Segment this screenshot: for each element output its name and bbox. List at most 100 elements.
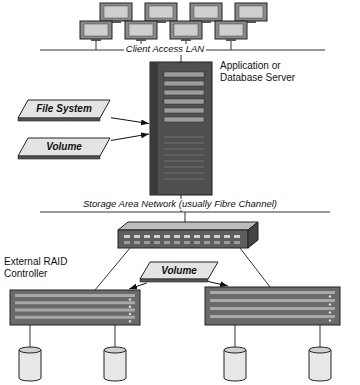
arrow-connector — [111, 134, 149, 140]
vent-slot — [164, 149, 204, 150]
disk-body — [309, 350, 331, 381]
vent-slot — [164, 143, 204, 144]
monitor-base — [181, 39, 191, 41]
monitor-screen — [84, 24, 108, 36]
disk-top — [104, 347, 126, 353]
file-system-layer: File System — [18, 100, 110, 121]
monitor-base — [226, 39, 236, 41]
client-monitor — [235, 3, 267, 23]
monitor-case — [190, 3, 222, 21]
controller-light — [129, 320, 131, 322]
controller-light — [129, 298, 131, 300]
disk-link — [320, 325, 321, 347]
raid-controller — [205, 287, 340, 325]
disk-body — [104, 350, 126, 381]
switch-port — [184, 241, 190, 244]
monitor-screen — [149, 6, 173, 18]
monitor-screen — [104, 6, 128, 18]
tower-side — [150, 62, 158, 195]
switch-port — [224, 241, 230, 244]
tower-shape — [150, 62, 212, 195]
switch-ports — [124, 235, 240, 244]
controller-bay — [210, 307, 335, 310]
monitor-case — [145, 3, 177, 21]
disk-top — [309, 347, 331, 353]
controller-light — [329, 295, 331, 297]
switch-port — [204, 235, 210, 238]
slab-face — [18, 138, 110, 156]
drive-bay — [164, 81, 204, 86]
controller-case — [10, 290, 140, 325]
client-monitor — [80, 21, 112, 41]
switch-port — [154, 241, 160, 244]
disk-link — [30, 325, 31, 347]
component-label: External RAID Controller — [4, 256, 84, 279]
controller-light — [329, 311, 331, 313]
switch-port — [144, 235, 150, 238]
vent-slot — [164, 179, 204, 180]
disk-drive — [224, 347, 246, 381]
switch-front — [118, 230, 248, 248]
vent-slot — [164, 155, 204, 156]
drive-bay — [164, 72, 204, 77]
network-label: Storage Area Network (usually Fibre Chan… — [81, 199, 279, 210]
controller-light — [329, 319, 331, 321]
switch-port — [234, 235, 240, 238]
vent-slot — [164, 137, 204, 138]
layer-label: Volume — [46, 141, 82, 153]
monitor-case — [235, 3, 267, 21]
disk-top — [224, 347, 246, 353]
disk-body — [19, 350, 41, 381]
san-wiring — [40, 195, 330, 290]
controller-light — [129, 313, 131, 315]
vent-slot — [164, 161, 204, 162]
client-monitor — [190, 3, 222, 23]
switch-port — [214, 241, 220, 244]
lan-drop — [96, 41, 97, 50]
volume-layer: Volume — [18, 138, 110, 159]
disk-drives — [19, 347, 331, 381]
client-computers — [80, 3, 267, 41]
controller-bay — [210, 315, 335, 318]
monitor-case — [215, 21, 247, 39]
monitor-screen — [239, 6, 263, 18]
switch-top — [118, 222, 258, 230]
client-monitor — [170, 21, 202, 41]
raid-controller: External RAID Controller — [10, 290, 140, 325]
disk-drive — [19, 347, 41, 381]
controller-bay — [210, 299, 335, 302]
switch-side — [248, 222, 258, 248]
controller-bay — [15, 294, 135, 297]
slab-face — [18, 100, 110, 118]
disk-wiring — [30, 325, 320, 347]
client-monitor — [125, 21, 157, 41]
switch-port — [214, 235, 220, 238]
client-monitor — [145, 3, 177, 23]
monitor-case — [125, 21, 157, 39]
switch-port — [134, 235, 140, 238]
slab-edge — [18, 156, 100, 159]
monitor-screen — [219, 24, 243, 36]
tower-case — [150, 62, 212, 195]
slab-edge — [140, 279, 208, 282]
disk-top — [19, 347, 41, 353]
switch-port — [134, 241, 140, 244]
layer-label: Volume — [161, 265, 197, 277]
switch-port — [144, 241, 150, 244]
controller-bay — [15, 301, 135, 304]
slab-edge — [18, 118, 100, 121]
server-tower: Application or Database Server — [150, 62, 212, 195]
switch-port — [154, 235, 160, 238]
controller-bay — [15, 309, 135, 312]
monitor-case — [80, 21, 112, 39]
network-label: Client Access LAN — [124, 44, 206, 55]
disk-drive — [309, 347, 331, 381]
vent-slot — [164, 173, 204, 174]
lan-drop — [231, 41, 232, 50]
switch-controller-link — [240, 248, 270, 287]
drive-bay — [164, 99, 204, 104]
switch-port — [174, 235, 180, 238]
controller-bay — [210, 291, 335, 294]
controller-shape — [10, 290, 140, 325]
